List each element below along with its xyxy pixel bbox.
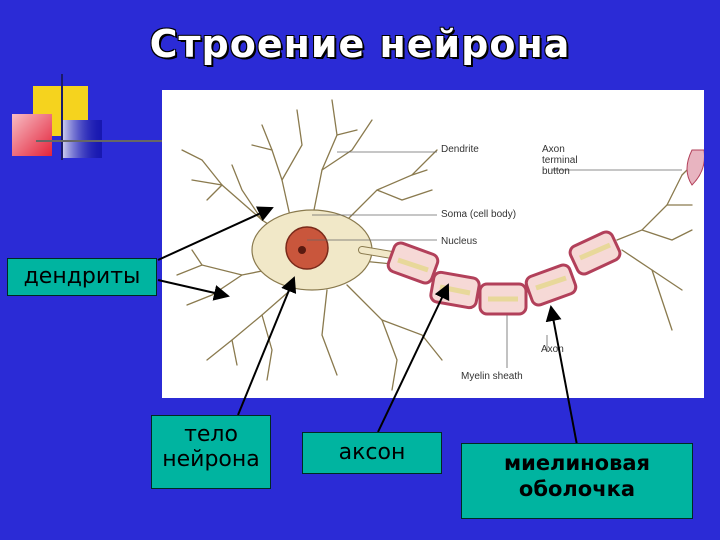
- label-myelin-sheath: Myelin sheath: [461, 371, 523, 382]
- label-nucleus: Nucleus: [441, 236, 478, 247]
- label-box-axon: аксон: [302, 432, 442, 474]
- label-leader-lines: [307, 151, 682, 368]
- label-soma: Soma (cell body): [441, 209, 517, 220]
- nucleus-shape: [285, 226, 329, 270]
- axon-terminal-branches: [616, 164, 693, 331]
- decorative-squares: [12, 74, 170, 160]
- label-axon: Axon: [541, 344, 564, 355]
- label-box-neuron-body: тело нейрона: [151, 415, 271, 489]
- neuron-illustration: [176, 99, 704, 391]
- slide-title: Строение нейрона: [149, 22, 571, 66]
- label-dendrite: Dendrite: [441, 144, 479, 155]
- neuron-figure: Dendrite Axon terminal button Soma (cell…: [162, 90, 704, 398]
- label-axon-terminal: Axon terminal button: [542, 144, 578, 177]
- label-box-myelin-sheath: миелиновая оболочка: [461, 443, 693, 519]
- label-box-dendrites: дендриты: [7, 258, 157, 296]
- axon-core: [397, 242, 611, 302]
